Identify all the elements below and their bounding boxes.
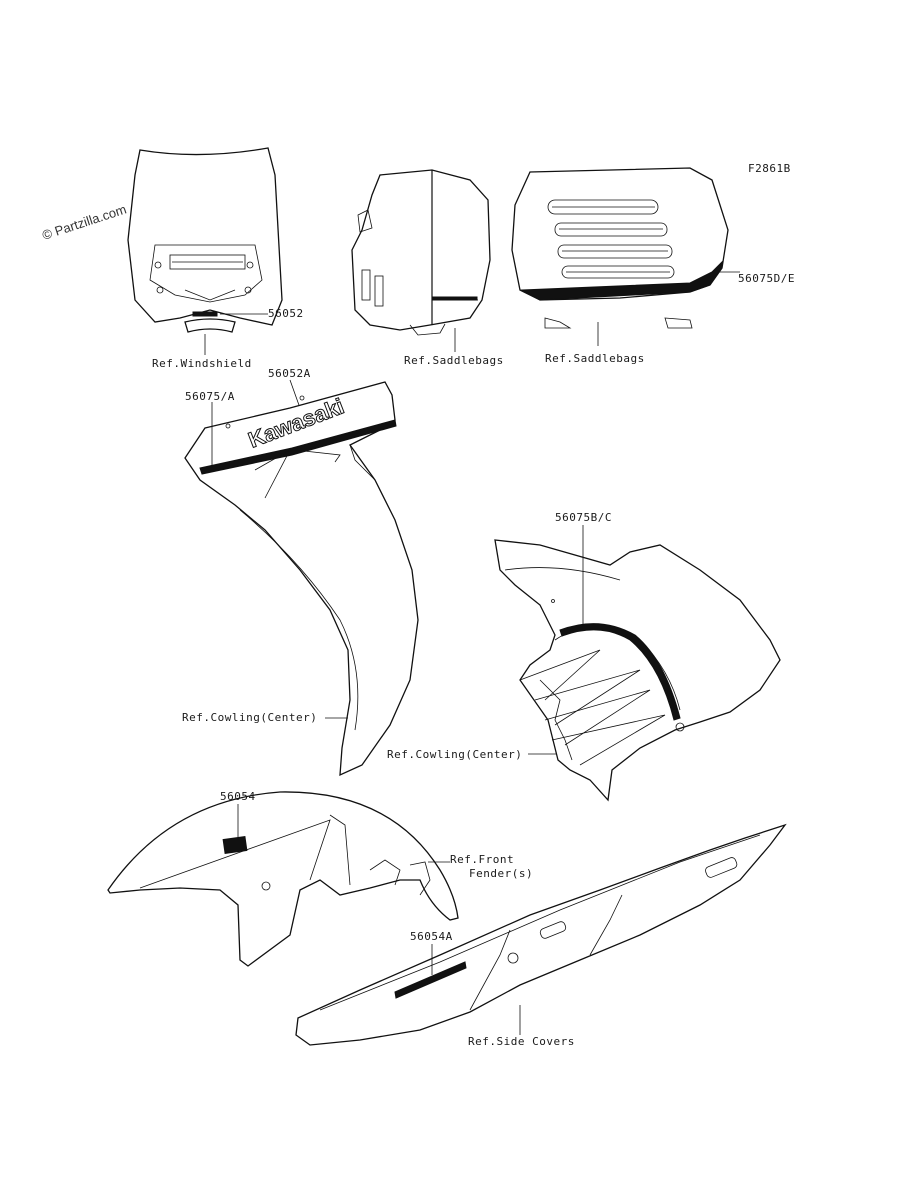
callout-56075DE: 56075D/E (738, 272, 795, 285)
callout-56052A: 56052A (268, 367, 311, 380)
callout-56054A: 56054A (410, 930, 453, 943)
saddlebag-left-drawing (351, 169, 491, 336)
figure-code: F2861B (748, 162, 791, 175)
ref-front-fender-line2: Fender(s) (469, 867, 533, 880)
decal-56054-mark (222, 835, 248, 855)
saddlebag-right-drawing (511, 167, 729, 329)
watermark-text: © Partzilla.com (40, 202, 128, 243)
ref-front-fender-line1: Ref.Front (450, 853, 514, 866)
callout-56052: 56052 (268, 307, 304, 320)
ref-cowling-right: Ref.Cowling(Center) (387, 748, 522, 761)
decal-56052-mark (192, 311, 218, 317)
callout-56075BC: 56075B/C (555, 511, 612, 524)
side-cover-drawing (295, 823, 787, 1046)
callout-56075A: 56075/A (185, 390, 235, 403)
ref-saddlebags-left: Ref.Saddlebags (404, 354, 504, 367)
ref-saddlebags-right: Ref.Saddlebags (545, 352, 645, 365)
ref-side-covers: Ref.Side Covers (468, 1035, 575, 1048)
windshield-drawing (127, 147, 283, 333)
cowling-right-drawing (494, 539, 781, 802)
ref-cowling-left: Ref.Cowling(Center) (182, 711, 317, 724)
ref-windshield: Ref.Windshield (152, 357, 252, 370)
callout-56054: 56054 (220, 790, 256, 803)
front-fender-drawing (107, 791, 459, 967)
